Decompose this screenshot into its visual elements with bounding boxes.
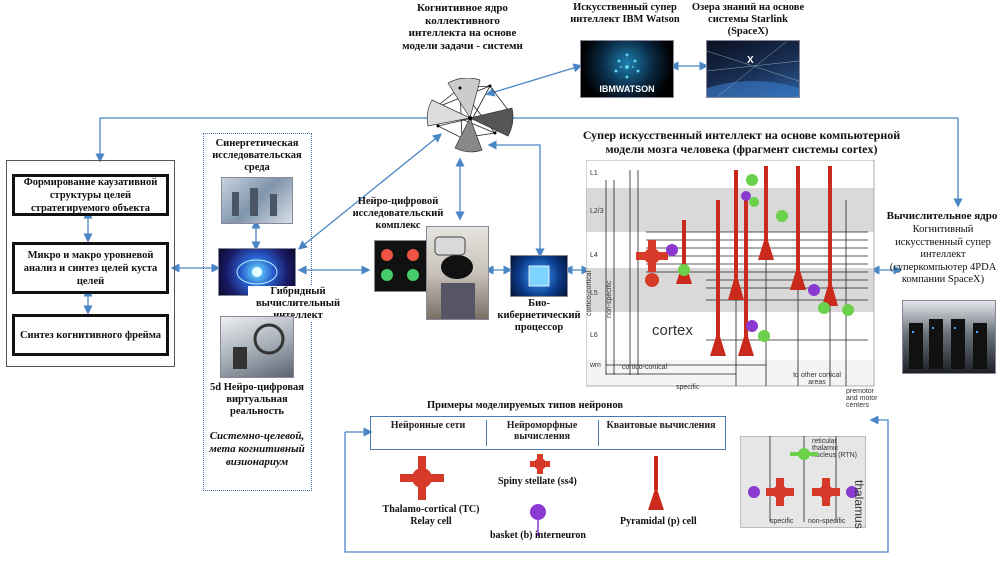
thalamus-nonspecific-label: non-specific [808,518,846,525]
neuro-complex-label: Нейро-цифровой исследовательский комплек… [352,196,444,231]
layer-label-wm: wm [590,362,601,369]
cortex-word: cortex [652,322,693,339]
compute-core-title: Вычислительное ядро [886,210,998,222]
watson-globe-icon [614,53,640,79]
eeg-screen-image [374,240,428,292]
spiny-stellate-label: Spiny stellate (ss4) [498,476,577,487]
bio-processor-image [510,255,568,297]
tc-relay-icon [400,456,444,500]
col-neural-nets: Нейронные сети [370,420,487,446]
spiny-stellate-icon [530,454,550,474]
layer-label-l5: L5 [590,290,598,297]
layer-label-l23: L2/3 [590,208,604,215]
bio-processor-label: Био-кибернетический процессор [497,298,581,333]
layer-label-l6: L6 [590,332,598,339]
premotor-label: premotor and motor centers [846,388,878,409]
layer-label-l4: L4 [590,252,598,259]
cortico-cortical-vertical-label: cortico-cortical [586,270,593,316]
super-ai-title: Супер искусственный интеллект на основе … [582,128,901,156]
thalamus-specific-label: specific [770,518,794,525]
cortex-diagram [586,160,875,387]
researcher-image [426,226,489,320]
left-panel [6,160,175,367]
neurons-title: Примеры моделируемых типов нейронов [426,400,624,411]
svg-text:X: X [747,55,754,66]
neuron-table [370,416,726,450]
synergetic-image [221,177,293,224]
pyramidal-label: Pyramidal (p) cell [620,516,697,527]
thalamus-cells [748,436,858,522]
kernel-network-icon [426,78,514,153]
starlink-title: Озера знаний на основе системы Starlink … [691,2,805,37]
specific-label: specific [676,384,700,391]
watson-logo-text: IBMWATSON [599,84,655,94]
layer-label-l1: L1 [590,170,598,177]
compute-core-desc: Когнитивный искусственный супер интеллек… [889,224,997,285]
vr-label: 5d Нейро-цифровая виртуальная реальность [210,382,304,417]
synergetic-label: Синергетическая исследовательская среда [212,138,302,173]
rtn-label: reticular thalamic nucleus (RTN) [812,438,857,459]
tc-relay-label: Thalamo-cortical (TC) Relay cell [382,504,480,527]
non-specific-label: non-specific [606,280,613,318]
watson-title: Искусственный супер интеллект IBM Watson [570,2,680,25]
starlink-satellite-icon: X [707,41,799,97]
watson-image: IBMWATSON [580,40,674,98]
supercomputer-image [902,300,996,374]
starlink-image: X [706,40,800,98]
basket-icon [530,504,546,536]
causative-structure-box: Формирование каузативной структуры целей… [12,174,169,216]
basket-label: basket (b) interneuron [490,530,586,541]
thalamus-word: thalamus [852,480,866,529]
cortico-cortical-label: cortico-cortical [622,364,668,371]
micro-macro-analysis-box: Микро и макро уровневой анализ и синтез … [12,242,169,294]
visionarium-label: Системно-целевой, мета когнитивный визио… [209,430,305,468]
to-other-areas-label: to other cortical areas [793,372,841,386]
vr-image [220,316,294,378]
neuron-icons [400,454,664,536]
cognitive-frame-box: Синтез когнитивного фрейма [12,314,169,356]
col-neuromorphic: Нейроморфные вычисления [486,420,599,446]
pyramidal-icon [648,456,664,510]
col-quantum: Квантовые вычисления [606,420,716,431]
kernel-title: Когнитивное ядро коллективного интеллект… [402,2,523,52]
